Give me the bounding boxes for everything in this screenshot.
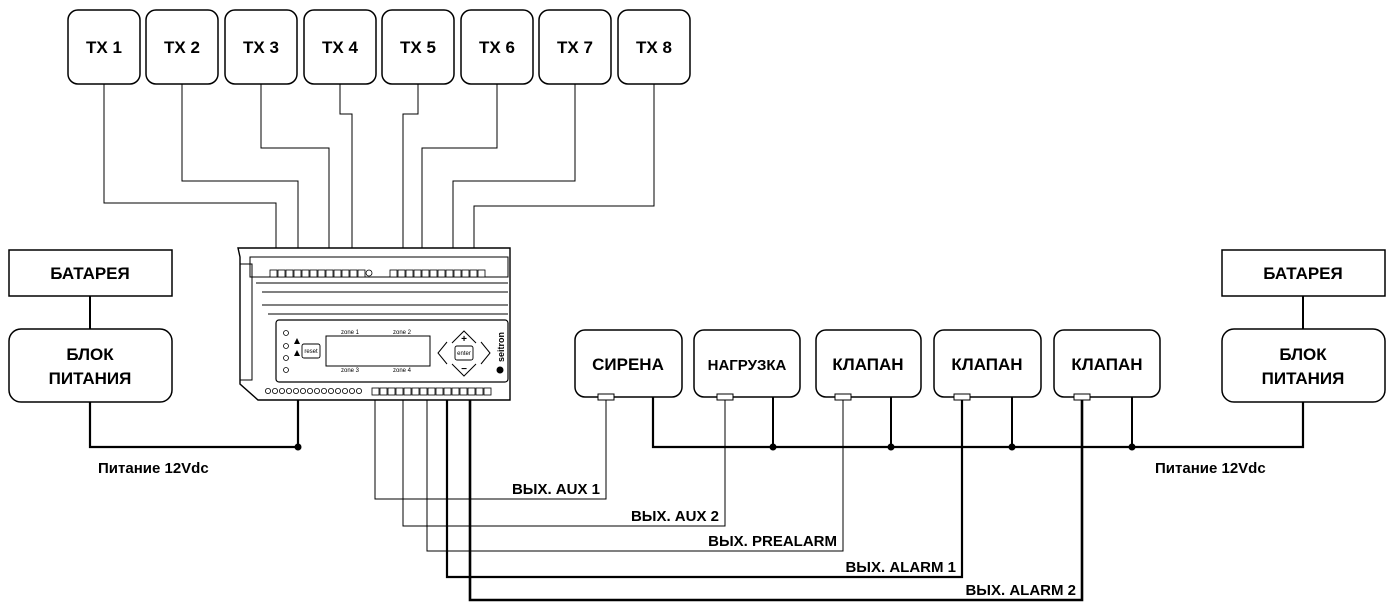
tx-7-box: TX 7: [538, 9, 612, 85]
valve-1-box: КЛАПАН: [815, 329, 922, 401]
left-power-block: БАТАРЕЯ БЛОК ПИТАНИЯ Питание 12Vdc: [8, 249, 302, 477]
tx-1-label: TX 1: [86, 38, 122, 57]
wire-label-alarm1: ВЫХ. ALARM 1: [845, 559, 956, 576]
right-power-label: Питание 12Vdc: [1155, 460, 1266, 477]
right-psu-line2: ПИТАНИЯ: [1262, 369, 1345, 388]
tx-5-box: TX 5: [381, 9, 455, 85]
tx-3-label: TX 3: [243, 38, 279, 57]
zone1-label: zone 1: [341, 330, 360, 336]
valve-1-label: КЛАПАН: [832, 355, 903, 374]
valve-2-box: КЛАПАН: [933, 329, 1042, 401]
lcd-display: [325, 335, 431, 367]
common-power-bus: [651, 397, 1305, 449]
zone2-label: zone 2: [393, 330, 412, 336]
valve-3-box: КЛАПАН: [1053, 329, 1161, 401]
valve-2-label: КЛАПАН: [951, 355, 1022, 374]
tx-7-label: TX 7: [557, 38, 593, 57]
left-battery-label: БАТАРЕЯ: [50, 264, 130, 283]
right-arrow-button[interactable]: [480, 341, 491, 365]
enter-button[interactable]: [454, 345, 474, 361]
led-power-icon: [283, 330, 289, 336]
led-alarm-icon: [283, 355, 289, 361]
reset-button[interactable]: [301, 343, 321, 359]
minus-icon: −: [461, 364, 467, 375]
minus-button[interactable]: [451, 363, 477, 377]
left-psu-line1: БЛОК: [66, 345, 114, 364]
bottom-terminal-block: [264, 387, 492, 396]
left-power-label: Питание 12Vdc: [98, 460, 209, 477]
tx-4-box: TX 4: [303, 9, 377, 85]
load-label: НАГРУЗКА: [708, 357, 787, 374]
right-power-block: БАТАРЕЯ БЛОК ПИТАНИЯ Питание 12Vdc: [651, 249, 1386, 477]
plus-button[interactable]: [451, 330, 477, 344]
tx-3-box: TX 3: [224, 9, 298, 85]
tx-8-box: TX 8: [617, 9, 691, 85]
left-psu-line2: ПИТАНИЯ: [49, 369, 132, 388]
left-arrow-button[interactable]: [437, 341, 448, 365]
brand-logo-icon: [496, 366, 504, 374]
right-battery-label: БАТАРЕЯ: [1263, 264, 1343, 283]
wire-label-aux1: ВЫХ. AUX 1: [512, 481, 600, 498]
tx-4-label: TX 4: [322, 38, 358, 57]
output-devices: СИРЕНА НАГРУЗКА КЛАПАН КЛАПАН КЛАПАН: [574, 329, 1161, 401]
tx-8-label: TX 8: [636, 38, 672, 57]
right-psu-line1: БЛОК: [1279, 345, 1327, 364]
tx-wires: [103, 84, 655, 268]
reset-label: reset: [304, 349, 318, 355]
tx-2-label: TX 2: [164, 38, 200, 57]
siren-label: СИРЕНА: [592, 355, 664, 374]
wire-label-prealarm: ВЫХ. PREALARM: [708, 533, 837, 550]
tx-6-box: TX 6: [460, 9, 534, 85]
valve-3-label: КЛАПАН: [1071, 355, 1142, 374]
top-terminal-block: [269, 269, 486, 278]
zone3-label: zone 3: [341, 368, 360, 374]
right-psu-box: [1221, 328, 1386, 403]
wire-label-aux2: ВЫХ. AUX 2: [631, 508, 719, 525]
tx-5-label: TX 5: [400, 38, 436, 57]
output-wires: [374, 395, 1084, 602]
output-wire-labels: ВЫХ. AUX 1 ВЫХ. AUX 2 ВЫХ. PREALARM ВЫХ.…: [512, 481, 1076, 599]
tx-1-box: TX 1: [67, 9, 141, 85]
left-battery-box: [8, 249, 173, 297]
transmitter-row: TX 1 TX 2 TX 3 TX 4 TX 5 TX 6 TX 7 TX 8: [67, 9, 691, 85]
zone4-label: zone 4: [393, 368, 412, 374]
left-power-wire: [88, 395, 300, 449]
control-unit: reset zone 1 zone 2 zone 3 zone 4 + − en…: [237, 247, 511, 401]
siren-box: СИРЕНА: [574, 329, 683, 401]
brand-label: seitron: [496, 332, 506, 362]
left-psu-box: [8, 328, 173, 403]
load-box: НАГРУЗКА: [693, 329, 801, 401]
enter-label: enter: [457, 351, 471, 357]
led-mains-icon: [283, 367, 289, 373]
plus-icon: +: [461, 334, 467, 345]
tx-2-box: TX 2: [145, 9, 219, 85]
tx-6-label: TX 6: [479, 38, 515, 57]
wire-label-alarm2: ВЫХ. ALARM 2: [965, 582, 1076, 599]
led-fault-icon: [283, 343, 289, 349]
